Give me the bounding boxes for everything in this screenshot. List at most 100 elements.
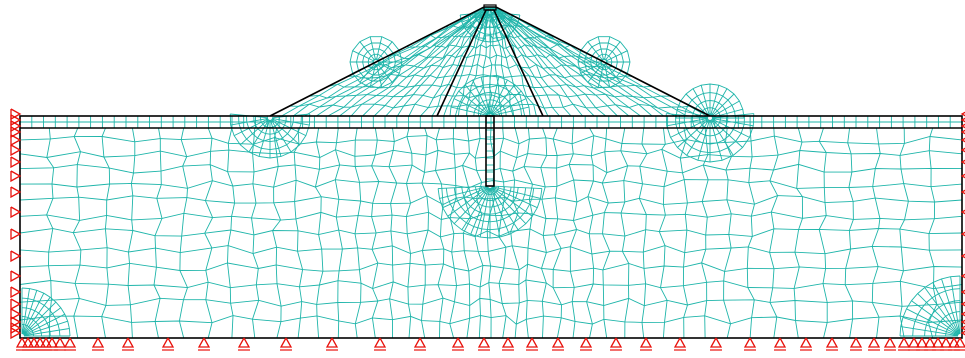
foundation-mesh-col-line [101, 127, 111, 339]
foundation-mesh-col-line [405, 127, 413, 339]
right-berm-fan-spoke [604, 41, 621, 61]
foundation-mesh-row-line [19, 279, 963, 290]
bottom-right-corner-fan-spoke [941, 278, 960, 335]
foundation-mesh [19, 115, 963, 339]
bottom-pin-support [915, 337, 929, 348]
cutoff-fan-spoke [489, 187, 501, 238]
left-berm-fan-spoke [369, 36, 377, 61]
bottom-pin-support [579, 337, 593, 348]
foundation-mesh-col-line [723, 127, 732, 339]
dam-mesh-col-line [493, 6, 630, 117]
bottom-left-corner-fan-spoke [23, 320, 68, 336]
core-base-fan-spoke [491, 98, 527, 116]
bottom-left-corner-fan-spoke [22, 292, 45, 335]
foundation-mesh-col-line [844, 127, 854, 339]
cutoff-fan-spoke [438, 185, 489, 190]
cutoff-fan-spoke [470, 187, 490, 235]
left-toe-fan-spoke [258, 119, 270, 157]
core-base-fan-spoke [464, 84, 490, 115]
left-roller-support [10, 134, 22, 147]
dam-mesh-col-line [495, 6, 699, 117]
foundation-mesh-row-line [19, 245, 963, 255]
dam-mesh-col-line [492, 6, 607, 117]
core-base-fan-spoke [490, 79, 508, 115]
foundation-mesh-col-line [462, 127, 472, 339]
bottom-pin-support [551, 337, 565, 348]
crest-fan-spoke [482, 13, 490, 42]
left-toe-fan-spoke [270, 119, 292, 153]
right-toe-upper-fan-spoke [710, 85, 720, 117]
bottom-pin-support [923, 337, 937, 348]
bottom-left-corner-fan-spoke [23, 301, 57, 335]
bottom-pin-support [609, 337, 623, 348]
bottom-pin-support [525, 337, 539, 348]
dam-mesh-col-line [350, 6, 487, 117]
bottom-pin-support [907, 337, 921, 348]
foundation-mesh-col-line [293, 127, 304, 339]
left-berm-fan-spoke [359, 41, 376, 61]
bottom-pin-support [27, 337, 41, 348]
dam-mesh-col-line [491, 6, 560, 117]
right-toe-fan-spoke [710, 119, 734, 156]
right-berm-fan-spoke [605, 50, 628, 62]
bottom-pin-support [279, 337, 293, 348]
bottom-pin-support [91, 337, 105, 348]
bottom-pin-support [867, 337, 881, 348]
bottom-pin-support [709, 337, 723, 348]
bottom-pin-support [161, 337, 175, 348]
left-roller-support [10, 120, 22, 133]
foundation-mesh-col-line [679, 127, 688, 339]
core-base-fan-spoke [489, 76, 500, 115]
foundation-mesh-col-line [388, 127, 398, 338]
left-roller-support [10, 308, 22, 321]
bottom-left-corner-fan-spoke [21, 288, 30, 335]
crest-fan-spoke [475, 13, 490, 39]
right-toe-upper-fan-spoke [692, 88, 710, 117]
right-toe-upper-fan-spoke [711, 93, 735, 117]
crest-fan-spoke [490, 13, 498, 42]
bottom-pin-support [931, 337, 945, 348]
bottom-right-corner-fan-spoke [917, 293, 959, 335]
bottom-right-corner-fan-spoke [906, 308, 959, 336]
foundation-mesh-col-line [153, 127, 163, 339]
left-roller-support [10, 186, 22, 199]
bottom-pin-support [897, 337, 911, 348]
dam-outline [269, 6, 711, 117]
foundation-mesh-col-line [498, 127, 507, 339]
foundation-mesh-col-line [127, 127, 136, 339]
foundation-mesh-col-line [540, 127, 548, 339]
foundation-mesh-col-line [586, 127, 595, 339]
left-toe-fan-spoke [248, 119, 270, 153]
bottom-pin-support [939, 337, 953, 348]
bottom-left-corner-fan-spoke [23, 328, 70, 337]
left-berm-fan-spoke [359, 63, 376, 83]
bottom-pin-support [673, 337, 687, 348]
dam-mesh-col-line [408, 6, 489, 117]
right-berm-fan-spoke [597, 63, 605, 88]
bottom-pin-support [39, 337, 53, 348]
foundation-mesh-col-line [601, 127, 611, 339]
left-roller-support [10, 156, 22, 169]
cutoff-wall [485, 115, 495, 187]
dam-mesh-col-line [339, 6, 487, 117]
bottom-pin-support [33, 337, 47, 348]
foundation-mesh-col-line [620, 127, 630, 339]
left-berm-fan-spoke [376, 63, 393, 83]
core-base-fan-spoke [472, 79, 490, 115]
foundation-mesh-col-line [227, 127, 236, 339]
cutoff-fan-spoke [491, 186, 538, 209]
bottom-right-corner-fan-spoke [900, 326, 959, 337]
foundation-mesh-col-line [72, 127, 82, 339]
cutoff-fan-spoke [490, 187, 519, 231]
foundation-mesh-col-line [178, 127, 188, 339]
left-roller-support [10, 108, 22, 121]
left-roller-support [10, 206, 22, 219]
bottom-pin-support [45, 337, 59, 348]
geometry-outlines [19, 4, 963, 339]
right-toe-fan-spoke [711, 117, 754, 127]
crest-fan-spoke [464, 12, 489, 30]
bottom-pin-support [501, 337, 515, 348]
foundation-mesh-col-line [334, 127, 343, 339]
core-base-fan-spoke [450, 106, 489, 117]
